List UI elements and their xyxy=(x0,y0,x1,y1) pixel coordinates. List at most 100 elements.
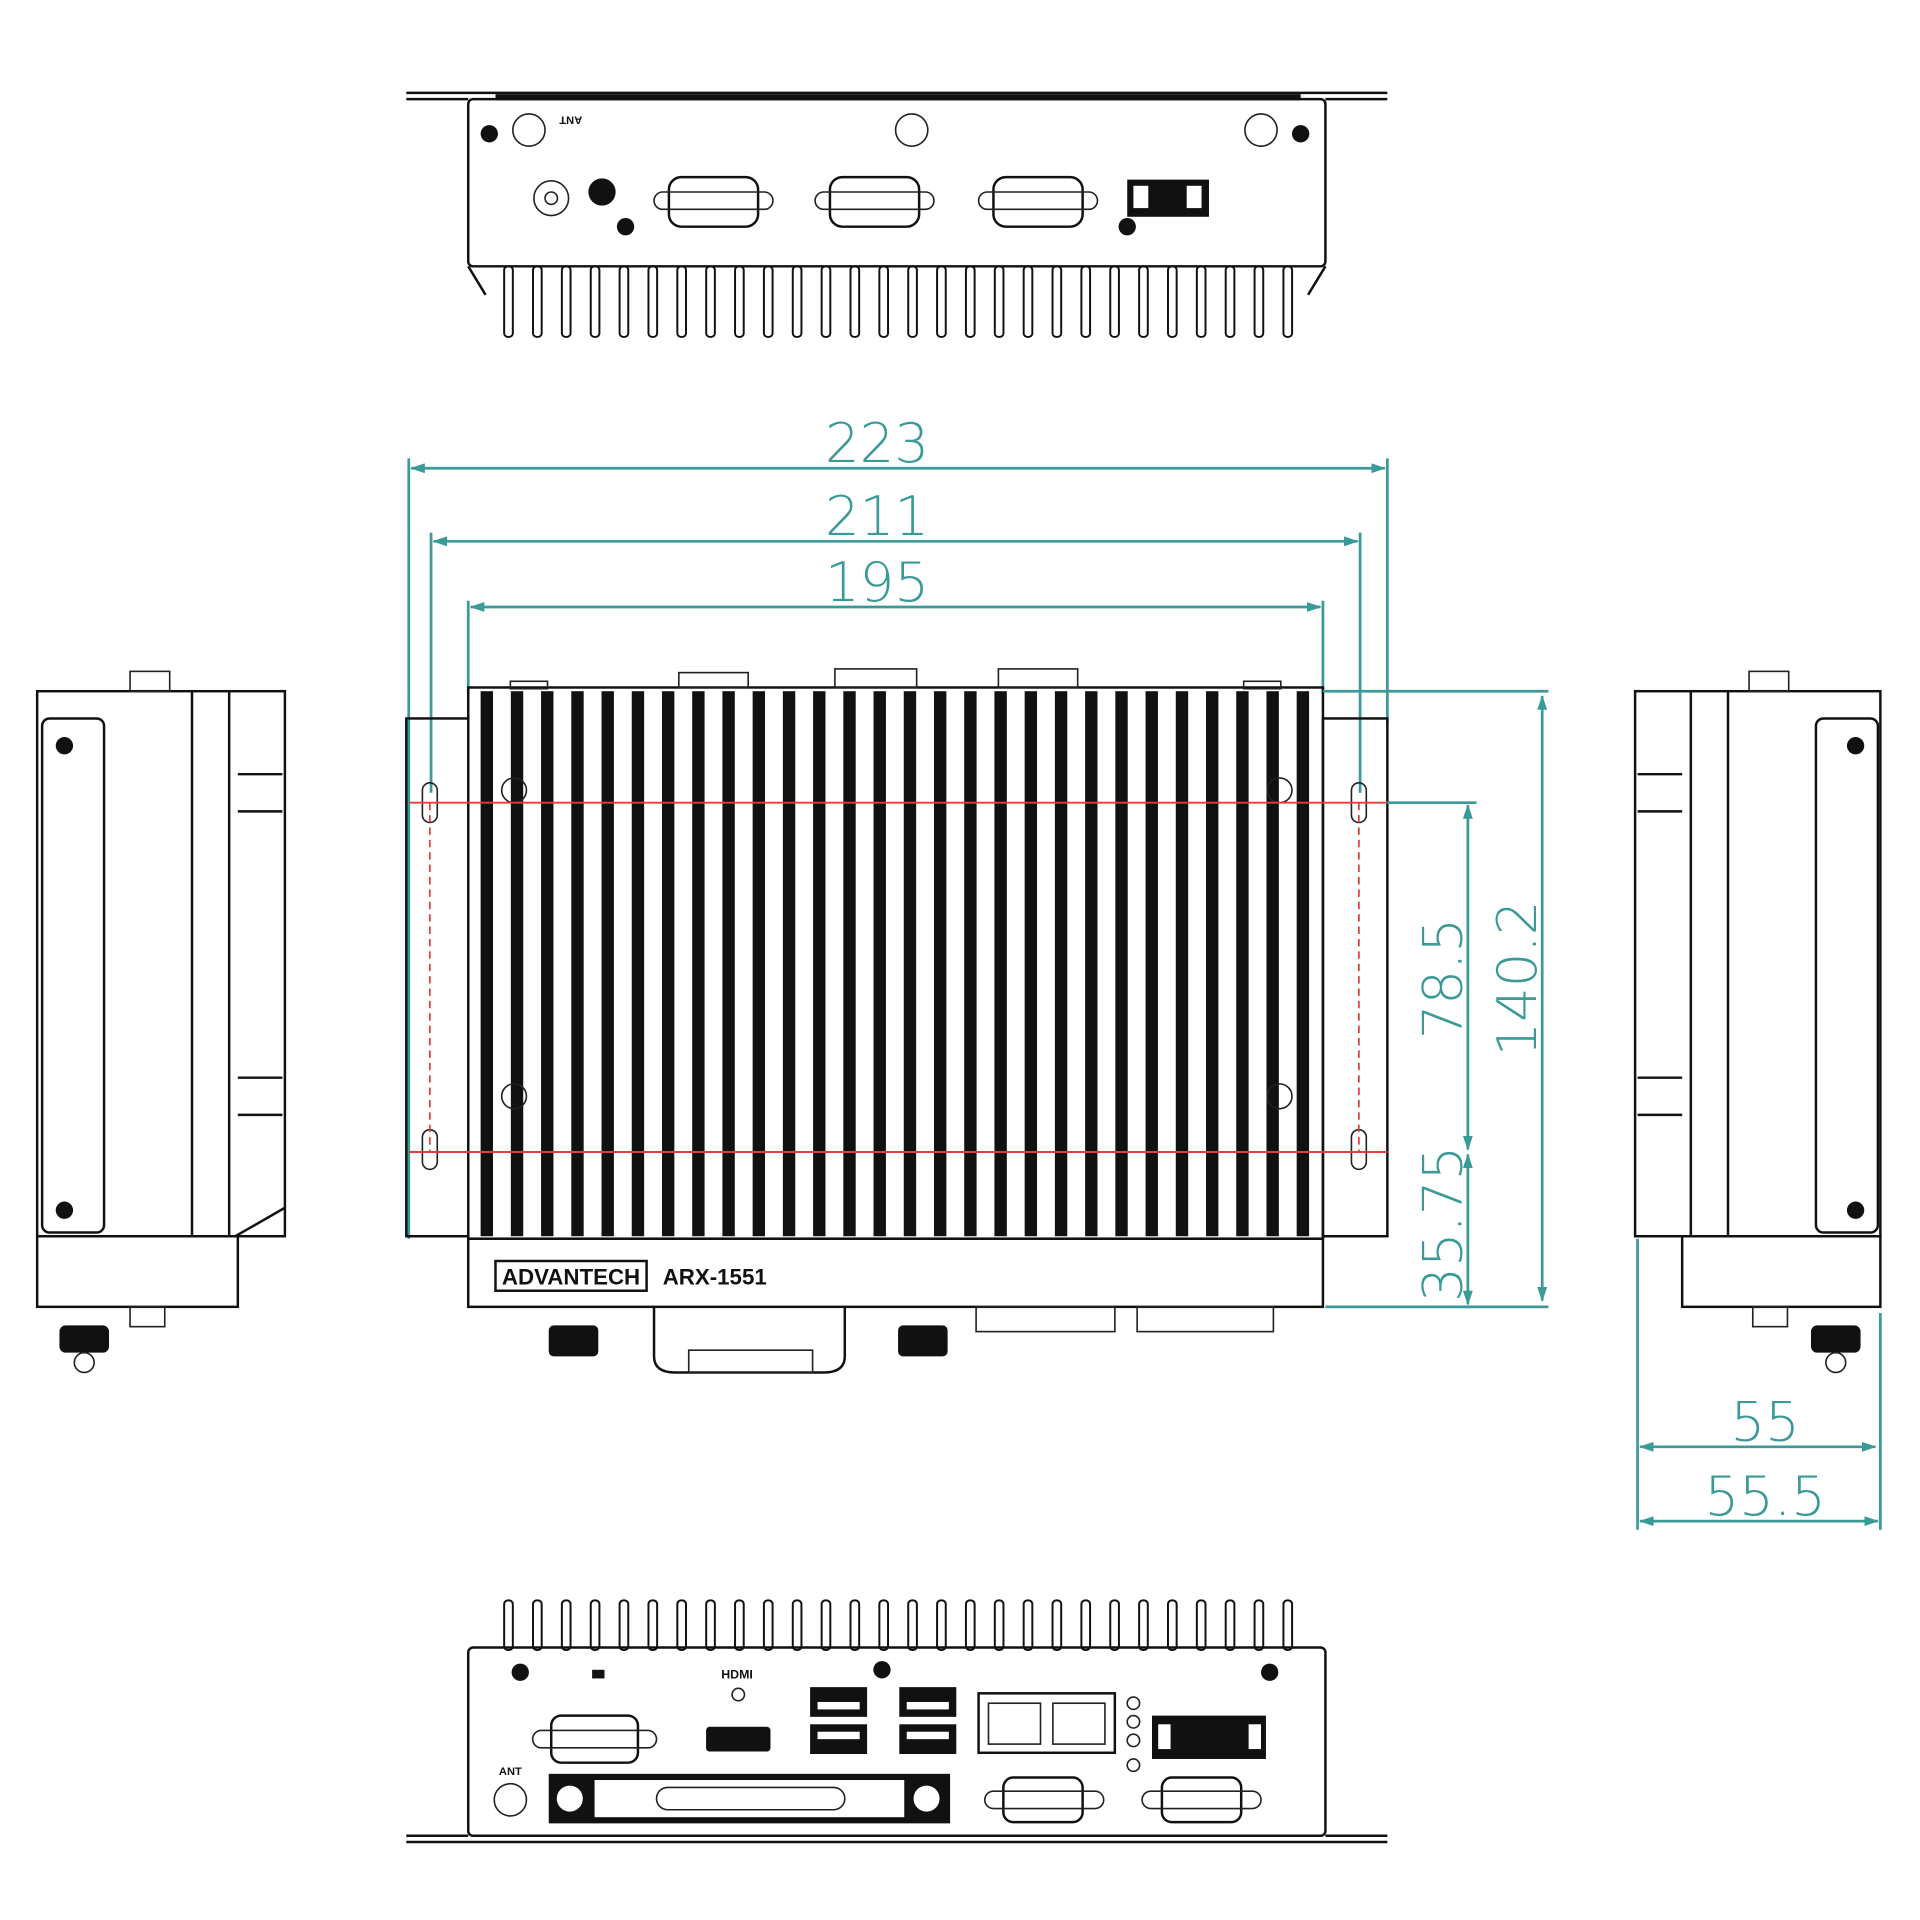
fin xyxy=(631,691,645,1237)
fin xyxy=(1175,691,1189,1237)
fin xyxy=(964,265,976,338)
fin xyxy=(843,691,856,1237)
front-view: ADVANTECH ARX-1551 xyxy=(405,668,1389,1374)
dim-140-2: 140.2 xyxy=(1485,901,1549,1057)
fin xyxy=(510,691,524,1237)
fin xyxy=(1138,265,1149,338)
fin xyxy=(936,265,947,338)
com-connector xyxy=(983,1776,1105,1824)
fin xyxy=(1109,1599,1120,1651)
fin xyxy=(762,1599,774,1651)
fin xyxy=(878,1599,890,1651)
fin xyxy=(734,265,745,338)
fin xyxy=(907,1599,918,1651)
left-side-view xyxy=(35,670,287,1374)
fin xyxy=(1236,691,1249,1237)
fin xyxy=(993,1599,1005,1651)
dim-78-5: 78.5 xyxy=(1411,918,1475,1039)
fin xyxy=(532,265,543,338)
fin xyxy=(503,265,514,338)
model-label: ARX-1551 xyxy=(663,1265,767,1290)
fin xyxy=(1282,1599,1294,1651)
fin xyxy=(571,691,584,1237)
fin xyxy=(964,691,977,1237)
top-view: ANT xyxy=(406,91,1388,338)
svg-text:ANT: ANT xyxy=(559,113,582,125)
dim-35-75: 35.75 xyxy=(1411,1146,1475,1302)
fin xyxy=(705,1599,716,1651)
dim-211: 211 xyxy=(825,484,929,548)
fin xyxy=(734,1599,745,1651)
fin xyxy=(589,1599,601,1651)
fin xyxy=(1138,1599,1149,1651)
fin xyxy=(933,691,947,1237)
fin xyxy=(1022,265,1034,338)
fin xyxy=(791,265,803,338)
vga-connector xyxy=(531,1714,658,1764)
fin xyxy=(820,265,832,338)
fin xyxy=(560,1599,572,1651)
fin xyxy=(1266,691,1279,1237)
fin xyxy=(1166,1599,1178,1651)
hdmi-port xyxy=(706,1726,771,1752)
depth-dimensions: 55 55.5 xyxy=(1636,1238,1882,1530)
dim-195: 195 xyxy=(825,550,929,614)
fin xyxy=(1051,1599,1063,1651)
power-terminal xyxy=(1152,1715,1266,1759)
com-connector xyxy=(1141,1776,1262,1824)
width-dimensions: 223 211 195 xyxy=(407,411,1389,1239)
heatsink-fins-bottom xyxy=(503,1599,1294,1651)
fin xyxy=(480,691,494,1237)
fin xyxy=(907,265,918,338)
fin xyxy=(1054,691,1068,1237)
antenna-hole xyxy=(493,1782,528,1817)
fin xyxy=(1253,1599,1265,1651)
fin xyxy=(589,265,601,338)
dim-55: 55 xyxy=(1730,1390,1799,1454)
db9-connector xyxy=(814,175,935,228)
fin xyxy=(903,691,917,1237)
antenna-label: ANT xyxy=(499,1766,522,1778)
right-side-view xyxy=(1633,670,1882,1374)
fin xyxy=(762,265,774,338)
fin xyxy=(1051,265,1063,338)
fin xyxy=(1115,691,1128,1237)
heatsink-fins-top xyxy=(503,265,1294,338)
fin xyxy=(849,265,861,338)
fin xyxy=(878,265,890,338)
antenna-hole xyxy=(894,113,929,147)
fin xyxy=(1145,691,1158,1237)
antenna-hole xyxy=(1244,113,1278,147)
fin xyxy=(532,1599,543,1651)
fin xyxy=(1253,265,1265,338)
fin xyxy=(964,1599,976,1651)
fin xyxy=(849,1599,861,1651)
fin xyxy=(661,691,675,1237)
brand-logo: ADVANTECH xyxy=(502,1265,640,1290)
fin xyxy=(1282,265,1294,338)
fin xyxy=(618,1599,630,1651)
fin xyxy=(1109,265,1120,338)
bottom-view: HDMI ANT xyxy=(406,1599,1388,1844)
fin xyxy=(1022,1599,1034,1651)
fin xyxy=(813,691,826,1237)
fin xyxy=(1195,265,1207,338)
fin xyxy=(1195,1599,1207,1651)
fin xyxy=(1085,691,1098,1237)
fin xyxy=(1296,691,1310,1237)
fin xyxy=(618,265,630,338)
dim-223: 223 xyxy=(825,411,929,475)
fin xyxy=(503,1599,514,1651)
fin xyxy=(820,1599,832,1651)
fin xyxy=(1224,265,1236,338)
fin xyxy=(873,691,886,1237)
fin xyxy=(782,691,796,1237)
fin xyxy=(1024,691,1038,1237)
fin xyxy=(993,265,1005,338)
fin xyxy=(1166,265,1178,338)
hdmi-label: HDMI xyxy=(721,1667,753,1681)
antenna-hole xyxy=(512,113,546,147)
fin xyxy=(692,691,705,1237)
usb-ports xyxy=(810,1687,957,1755)
